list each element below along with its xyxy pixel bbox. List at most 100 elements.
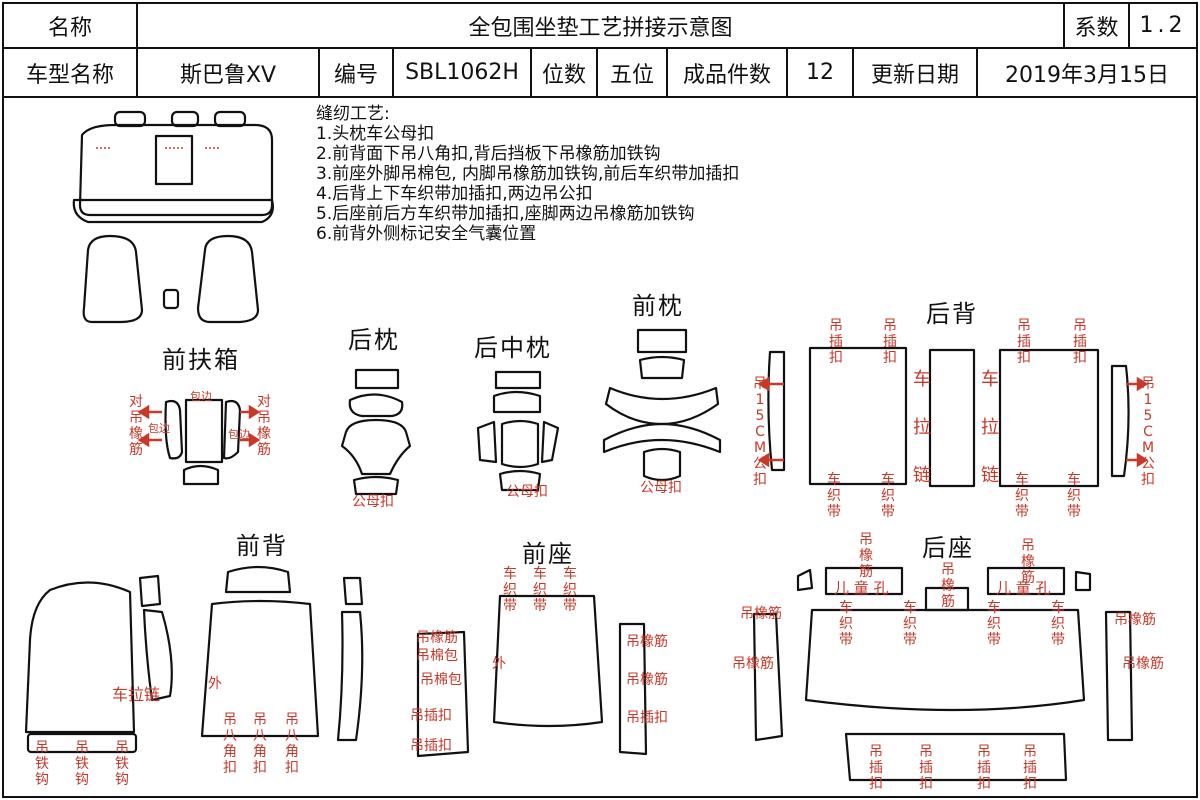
note-male-female: 公母扣 <box>640 480 682 496</box>
col-divider <box>666 48 668 96</box>
note-child-hole: 儿 童 孔 <box>996 579 1051 597</box>
frame-left <box>2 2 4 798</box>
note-outside: 外 <box>208 676 222 692</box>
code-label: 编号 <box>333 62 378 88</box>
note-hang-elastic: 吊橡筋 <box>1021 538 1035 586</box>
note-hang-elastic: 吊橡筋 <box>1122 656 1164 672</box>
note-hang-elastic: 吊橡筋 <box>740 606 782 622</box>
date-value: 2019年3月15日 <box>1005 62 1169 88</box>
note-male-female: 公母扣 <box>506 484 548 500</box>
col-divider <box>1063 2 1065 48</box>
col-divider <box>976 48 978 96</box>
section-front-headrest: 前枕 <box>632 292 684 320</box>
sewing-process: 缝纫工艺: 1.头枕车公母扣 2.前背面下吊八角扣,背后挡板下吊橡筋加铁钩 3.… <box>316 104 739 244</box>
note-hang-elastic: 吊橡筋 <box>626 634 668 650</box>
note-car-pull-chain: 车拉链 <box>112 685 161 704</box>
section-rear-back: 后背 <box>926 300 978 328</box>
model-value: 斯巴鲁XV <box>179 62 277 88</box>
process-step: 5.后座前后方车织带加插扣,座脚两边吊橡筋加铁钩 <box>316 204 695 224</box>
section-rear-headrest: 后枕 <box>348 326 400 354</box>
note-car-webbing: 车织带 <box>903 600 917 648</box>
note-hang-insert: 吊插扣 <box>410 708 452 724</box>
col-divider <box>1128 2 1130 48</box>
section-front-armrest: 前扶箱 <box>162 346 240 374</box>
col-divider <box>318 48 320 96</box>
note-pull-chain: 车拉链 <box>913 369 931 486</box>
note-car-webbing: 车织带 <box>1051 600 1065 648</box>
note-hang-insert: 吊插扣 <box>869 744 883 792</box>
note-hang-octagon: 吊八角扣 <box>285 712 299 776</box>
seats-value: 五位 <box>609 62 654 88</box>
note-child-hole: 儿 童 孔 <box>834 579 889 597</box>
factor-label: 系数 <box>1074 15 1119 41</box>
note-hang-buckle: 吊插扣 <box>1073 318 1087 366</box>
note-hang-cotton: 吊棉包 <box>416 648 458 664</box>
frame-bottom <box>2 796 1196 798</box>
rear-seat-pieces <box>752 566 1134 782</box>
front-armrest-pieces <box>164 398 242 486</box>
note-hang-insert: 吊插扣 <box>1023 744 1037 792</box>
note-hang-insert: 吊插扣 <box>626 710 668 726</box>
process-step: 1.头枕车公母扣 <box>316 124 435 144</box>
note-hang-insert: 吊插扣 <box>977 744 991 792</box>
note-car-webbing: 车织带 <box>503 566 517 614</box>
note-hang-elastic: 吊橡筋 <box>416 630 458 646</box>
note-hang-iron-hook: 吊铁钩 <box>35 740 49 788</box>
process-step: 2.前背面下吊八角扣,背后挡板下吊橡筋加铁钩 <box>316 144 661 164</box>
section-front-seat: 前座 <box>522 540 574 568</box>
note-hang-elastic: 吊橡筋 <box>941 562 955 610</box>
col-divider <box>136 2 138 96</box>
pieces-label: 成品件数 <box>682 62 771 88</box>
rear-headrest-pieces <box>340 368 412 496</box>
note-hang-iron-hook: 吊铁钩 <box>75 740 89 788</box>
table-divider <box>2 47 1196 49</box>
table-border-top <box>2 2 1196 4</box>
col-divider <box>530 48 532 96</box>
col-divider <box>786 48 788 96</box>
diagram-title: 全包围坐垫工艺拼接示意图 <box>468 15 733 41</box>
note-hang-elastic: 吊橡筋 <box>732 656 774 672</box>
pieces-value: 12 <box>806 60 834 85</box>
note-hang-15cm: 吊15CM公扣 <box>753 376 767 488</box>
note-car-webbing: 车织带 <box>533 566 547 614</box>
seat-overview <box>72 110 274 324</box>
note-hang-elastic: 吊橡筋 <box>1114 612 1156 628</box>
direction-arrows <box>137 376 1149 468</box>
col-divider <box>596 48 598 96</box>
note-car-webbing: 车织带 <box>827 472 841 520</box>
note-hang-elastic: 吊橡筋 <box>626 672 668 688</box>
rear-back-pieces <box>767 346 1130 488</box>
note-hang-insert: 吊插扣 <box>919 744 933 792</box>
note-hang-15cm: 吊15CM公扣 <box>1141 376 1155 488</box>
note-outside: 外 <box>492 656 506 672</box>
note-hang-insert: 吊插扣 <box>410 738 452 754</box>
note-car-webbing: 车织带 <box>987 600 1001 648</box>
front-seat-pieces <box>416 594 648 758</box>
frame-right <box>1196 2 1198 798</box>
note-hang-buckle: 吊插扣 <box>883 318 897 366</box>
col-divider <box>392 48 394 96</box>
note-male-female: 公母扣 <box>352 494 394 510</box>
note-hem: 包边 <box>190 390 212 403</box>
note-car-webbing: 车织带 <box>839 600 853 648</box>
note-hang-octagon: 吊八角扣 <box>223 712 237 776</box>
process-step: 4.后背上下车织带加插扣,两边吊公扣 <box>316 184 593 204</box>
note-car-webbing: 车织带 <box>1015 472 1029 520</box>
seats-label: 位数 <box>541 62 586 88</box>
note-hook-elastic: 对吊橡筋 <box>257 394 271 458</box>
section-rear-seat: 后座 <box>922 534 974 562</box>
process-heading: 缝纫工艺: <box>316 104 390 124</box>
model-label: 车型名称 <box>25 62 114 88</box>
note-hem: 包边 <box>228 428 250 441</box>
note-hang-buckle: 吊插扣 <box>829 318 843 366</box>
note-car-webbing: 车织带 <box>563 566 577 614</box>
code-value: SBL1062H <box>405 60 519 85</box>
note-pull-chain: 车拉链 <box>981 369 999 486</box>
front-headrest-pieces <box>602 328 722 482</box>
process-step: 3.前座外脚吊棉包, 内脚吊橡筋加铁钩,前后车织带加插扣 <box>316 164 740 184</box>
section-rear-center-headrest: 后中枕 <box>474 334 552 362</box>
factor-value: 1.2 <box>1139 13 1187 38</box>
note-car-webbing: 车织带 <box>881 472 895 520</box>
